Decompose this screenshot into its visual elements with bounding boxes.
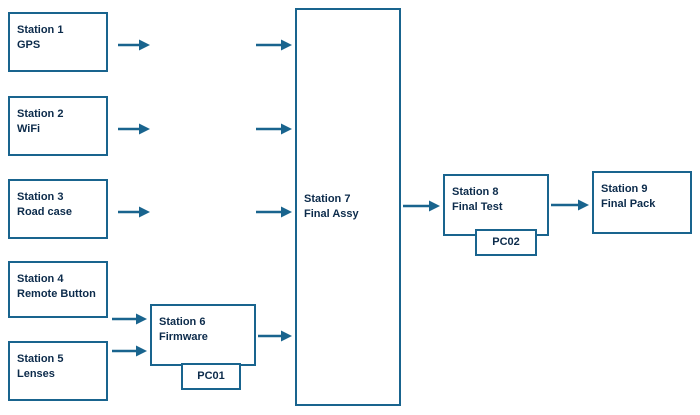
station4-name: Station 4 [17, 273, 64, 285]
station6-name: Station 6 [159, 316, 206, 328]
station7-name: Station 7 [304, 193, 351, 205]
arrow-station6-to-station7 [258, 330, 292, 342]
arrow-station4-to-station6 [112, 313, 147, 325]
station9-box: Station 9 Final Pack [592, 171, 692, 234]
arrow-into-station7-row3 [256, 206, 292, 218]
station8-box: Station 8 Final Test [443, 174, 549, 236]
station9-name: Station 9 [601, 183, 648, 195]
station9-desc: Final Pack [601, 198, 656, 210]
station3-box: Station 3 Road case [8, 179, 108, 239]
station6-box: Station 6 Firmware [150, 304, 256, 366]
station4-box: Station 4 Remote Button [8, 261, 108, 318]
station5-box: Station 5 Lenses [8, 341, 108, 401]
station4-desc: Remote Button [17, 288, 96, 300]
station2-desc: WiFi [17, 123, 41, 135]
station1-desc: GPS [17, 39, 41, 51]
station5-desc: Lenses [17, 368, 55, 380]
station5-name: Station 5 [17, 353, 64, 365]
station7-box: Station 7 Final Assy [295, 8, 401, 406]
arrow-into-station7-row2 [256, 123, 292, 135]
station3-name: Station 3 [17, 191, 64, 203]
station6-desc: Firmware [159, 331, 208, 343]
arrow-station3-out [118, 206, 150, 218]
arrow-station2-out [118, 123, 150, 135]
station8-name: Station 8 [452, 186, 499, 198]
arrow-station7-to-station8 [403, 200, 440, 212]
pc02-box: PC02 [475, 229, 537, 256]
station1-box: Station 1 GPS [8, 12, 108, 72]
station2-box: Station 2 WiFi [8, 96, 108, 156]
station7-desc: Final Assy [304, 208, 359, 220]
arrow-station1-out [118, 39, 150, 51]
pc01-label: PC01 [197, 370, 225, 382]
station8-desc: Final Test [452, 201, 503, 213]
pc01-box: PC01 [181, 363, 241, 390]
arrow-into-station7-row1 [256, 39, 292, 51]
station1-name: Station 1 [17, 24, 64, 36]
arrow-station5-to-station6 [112, 345, 147, 357]
pc02-label: PC02 [492, 236, 520, 248]
station3-desc: Road case [17, 206, 73, 218]
arrow-station8-to-station9 [551, 199, 589, 211]
station2-name: Station 2 [17, 108, 64, 120]
